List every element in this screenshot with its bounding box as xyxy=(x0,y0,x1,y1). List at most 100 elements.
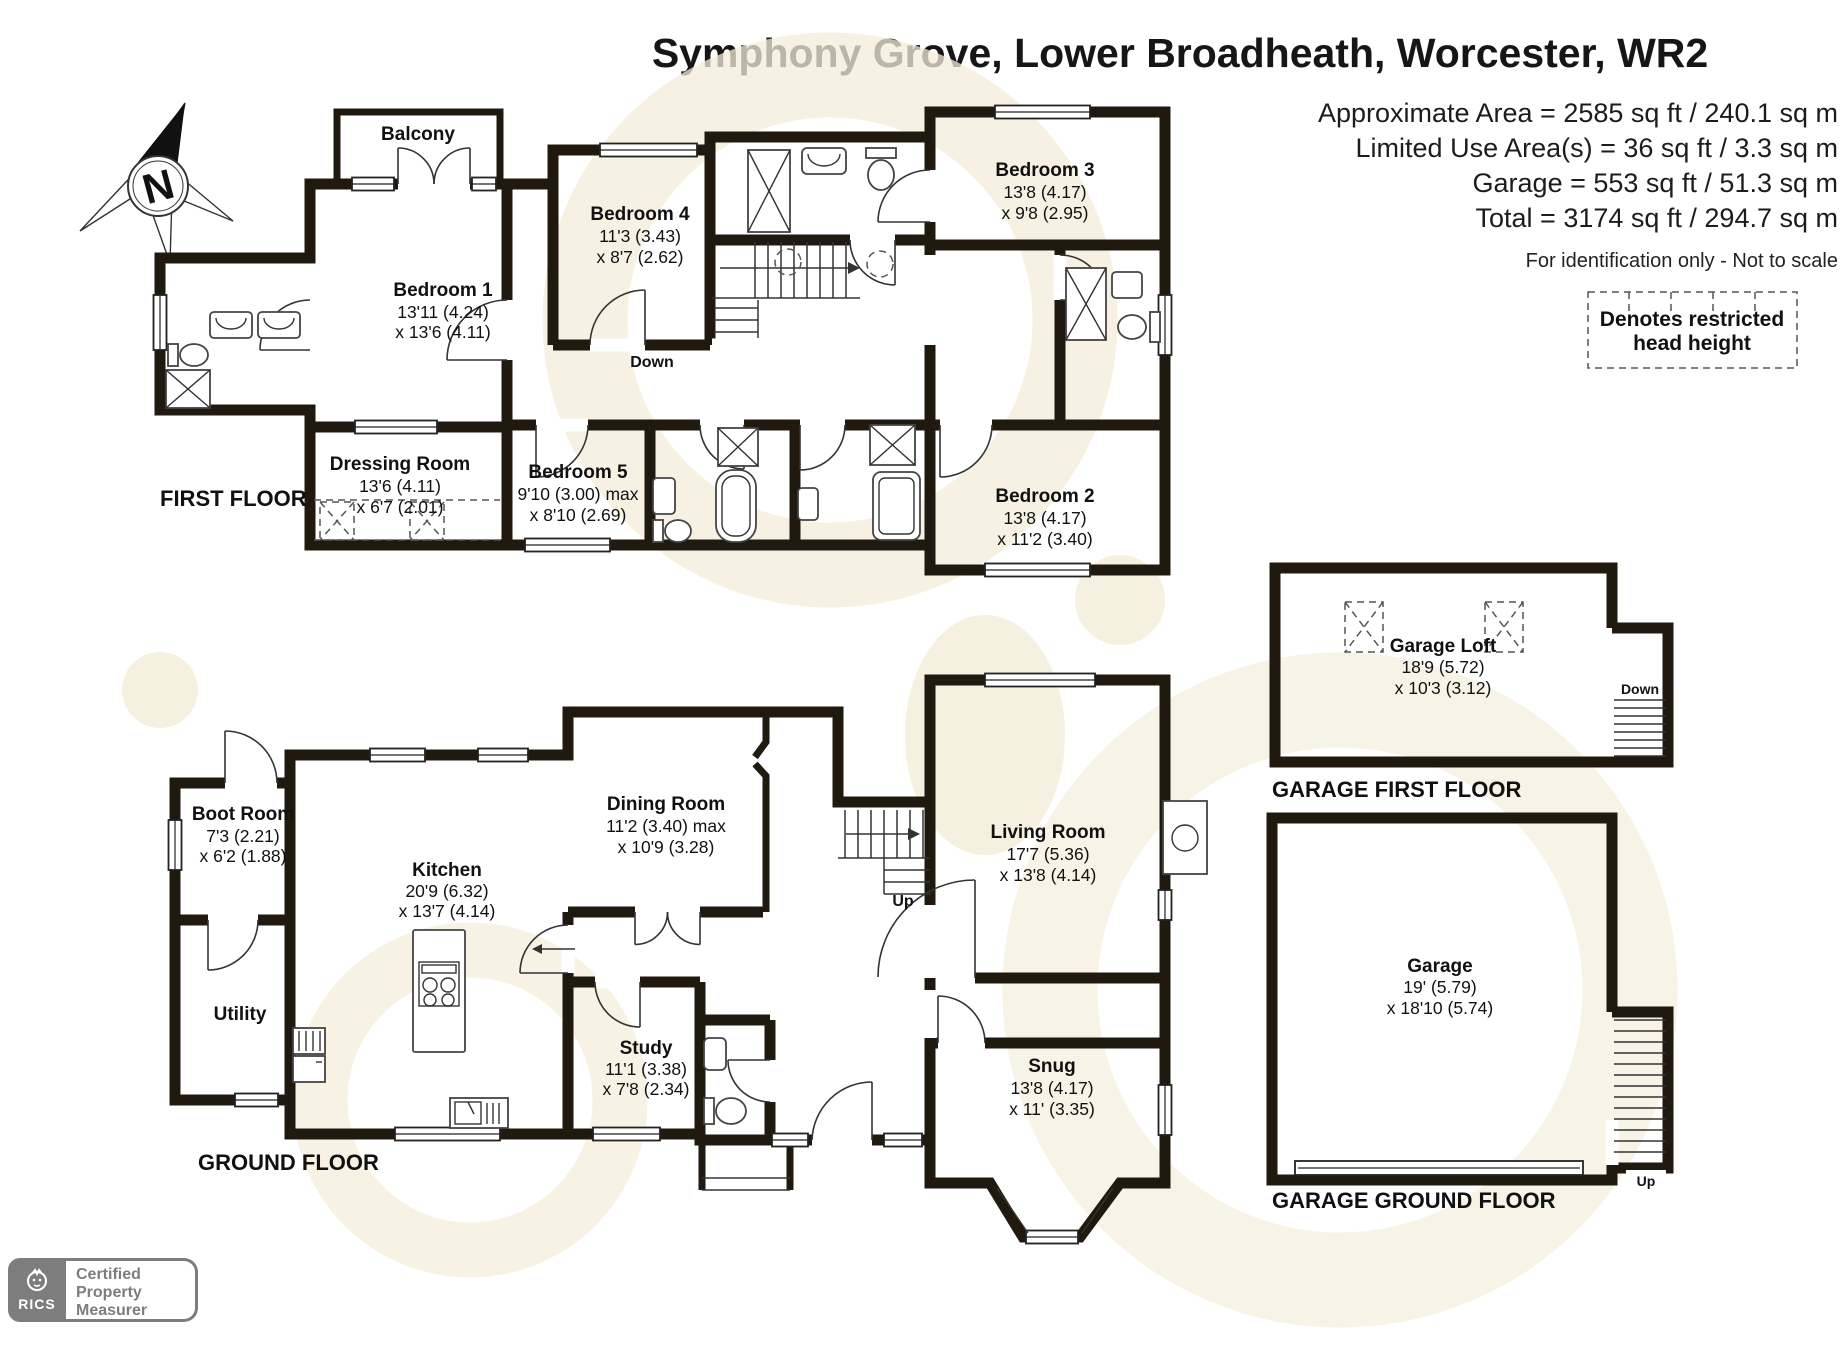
legend-line-2: head height xyxy=(1633,332,1751,355)
svg-text:13'8 (4.17): 13'8 (4.17) xyxy=(1010,1078,1093,1098)
compass-icon: N xyxy=(79,102,234,264)
svg-text:Bedroom 2: Bedroom 2 xyxy=(995,486,1094,507)
svg-text:13'8 (4.17): 13'8 (4.17) xyxy=(1003,182,1086,202)
first-floor-plan: Down Balcony Bedroom 1 13'11 (4.24) x 13… xyxy=(152,104,1173,578)
svg-text:x 13'7 (4.14): x 13'7 (4.14) xyxy=(399,901,496,921)
rics-brand-text: RICS xyxy=(18,1296,56,1312)
first-floor-label: FIRST FLOOR xyxy=(160,486,307,511)
svg-text:13'11 (4.24): 13'11 (4.24) xyxy=(397,302,489,322)
room-label-kitchen: Kitchen 20'9 (6.32) x 13'7 (4.14) xyxy=(399,860,496,921)
svg-text:Bedroom 4: Bedroom 4 xyxy=(590,204,690,225)
balcony-name: Balcony xyxy=(381,124,455,145)
first-floor-doors xyxy=(259,147,1106,478)
svg-text:13'8 (4.17): 13'8 (4.17) xyxy=(1003,508,1086,528)
room-label-study: Study 11'1 (3.38) x 7'8 (2.34) xyxy=(603,1038,690,1099)
svg-text:Snug: Snug xyxy=(1028,1056,1076,1077)
svg-text:Study: Study xyxy=(620,1038,673,1059)
svg-text:18'9 (5.72): 18'9 (5.72) xyxy=(1401,657,1484,677)
room-label-garage: Garage 19' (5.79) x 18'10 (5.74) xyxy=(1387,956,1493,1018)
room-label-bedroom-4: Bedroom 4 11'3 (3.43) x 8'7 (2.62) xyxy=(590,204,690,267)
ground-floor-stairs: Up xyxy=(838,810,930,910)
svg-text:Utility: Utility xyxy=(214,1004,267,1025)
svg-text:Bedroom 3: Bedroom 3 xyxy=(995,160,1094,181)
disclaimer-text: For identification only - Not to scale xyxy=(1525,250,1838,272)
svg-text:Kitchen: Kitchen xyxy=(412,860,482,881)
room-label-boot-room: Boot Room 7'3 (2.21) x 6'2 (1.88) xyxy=(192,804,294,866)
room-label-living-room: Living Room 17'7 (5.36) x 13'8 (4.14) xyxy=(990,822,1105,885)
badge-line-3: Measurer xyxy=(76,1302,148,1319)
svg-text:7'3 (2.21): 7'3 (2.21) xyxy=(206,826,279,846)
rics-certified-badge: RICS Certified Property Measurer xyxy=(8,1258,198,1322)
area-line-total: Total = 3174 sq ft / 294.7 sq m xyxy=(1475,203,1838,233)
area-summary: Approximate Area = 2585 sq ft / 240.1 sq… xyxy=(1318,96,1838,279)
svg-text:x 13'8 (4.14): x 13'8 (4.14) xyxy=(1000,865,1097,885)
svg-text:Dressing Room: Dressing Room xyxy=(330,454,470,475)
svg-text:x 13'6 (4.11): x 13'6 (4.11) xyxy=(395,322,490,342)
svg-text:x 18'10 (5.74): x 18'10 (5.74) xyxy=(1387,998,1493,1018)
svg-text:Garage: Garage xyxy=(1407,956,1472,977)
garage-ground-floor-plan: Up Garage 19' (5.79) x 18'10 (5.74) GARA… xyxy=(1266,812,1674,1213)
svg-text:x 7'8 (2.34): x 7'8 (2.34) xyxy=(603,1079,690,1099)
garage-loft-stairs-label: Down xyxy=(1621,681,1659,697)
rics-lion-icon xyxy=(27,1268,47,1291)
svg-text:x 11' (3.35): x 11' (3.35) xyxy=(1009,1099,1095,1119)
room-label-garage-loft: Garage Loft 18'9 (5.72) x 10'3 (3.12) xyxy=(1390,636,1497,698)
first-floor-fixtures xyxy=(165,147,1161,543)
svg-text:x 11'2 (3.40): x 11'2 (3.40) xyxy=(997,529,1092,549)
room-label-bedroom-2: Bedroom 2 13'8 (4.17) x 11'2 (3.40) xyxy=(995,486,1094,549)
svg-text:20'9 (6.32): 20'9 (6.32) xyxy=(405,881,488,901)
ground-floor-label: GROUND FLOOR xyxy=(198,1150,379,1175)
svg-text:Bedroom 1: Bedroom 1 xyxy=(393,280,493,301)
svg-text:Dining Room: Dining Room xyxy=(607,794,725,815)
svg-text:x 6'2 (1.88): x 6'2 (1.88) xyxy=(200,846,287,866)
garage-stairs: Up xyxy=(1614,1019,1666,1190)
first-floor-stairs-label: Down xyxy=(630,354,674,371)
svg-text:11'1 (3.38): 11'1 (3.38) xyxy=(605,1059,687,1079)
ground-floor-windows xyxy=(167,672,1173,1245)
svg-text:13'6 (4.11): 13'6 (4.11) xyxy=(359,476,441,496)
garage-first-floor-label: GARAGE FIRST FLOOR xyxy=(1272,777,1521,802)
ground-floor-plan: Up Boot Room 7'3 (2.21) x 6'2 (1.88) Uti… xyxy=(167,672,1208,1245)
garage-ground-floor-label: GARAGE GROUND FLOOR xyxy=(1272,1188,1556,1213)
svg-text:Garage Loft: Garage Loft xyxy=(1390,636,1497,657)
room-label-balcony: Balcony xyxy=(381,124,455,145)
restricted-height-legend: Denotes restricted head height xyxy=(1587,291,1798,369)
garage-stairs-label: Up xyxy=(1637,1173,1656,1189)
area-line-limited-use: Limited Use Area(s) = 36 sq ft / 3.3 sq … xyxy=(1355,133,1838,163)
garage-loft-skylights xyxy=(1344,601,1524,653)
garage-first-floor-plan: Down Garage Loft 18'9 (5.72) x 10'3 (3.1… xyxy=(1269,562,1674,802)
ground-floor-doors xyxy=(207,730,986,1141)
garage-loft-stairs: Down xyxy=(1614,681,1666,757)
room-label-bedroom-1: Bedroom 1 13'11 (4.24) x 13'6 (4.11) xyxy=(393,280,493,342)
svg-text:Living Room: Living Room xyxy=(990,822,1105,843)
svg-text:11'2 (3.40) max: 11'2 (3.40) max xyxy=(606,816,726,836)
svg-text:x 6'7 (2.01): x 6'7 (2.01) xyxy=(357,497,444,517)
room-label-bedroom-3: Bedroom 3 13'8 (4.17) x 9'8 (2.95) xyxy=(995,160,1094,223)
ground-floor-stairs-label: Up xyxy=(892,893,914,910)
room-label-utility: Utility xyxy=(214,1004,267,1025)
ground-floor-fixtures xyxy=(292,800,1208,1129)
room-label-bedroom-5: Bedroom 5 9'10 (3.00) max x 8'10 (2.69) xyxy=(517,462,638,525)
svg-text:17'7 (5.36): 17'7 (5.36) xyxy=(1006,844,1089,864)
first-floor-windows xyxy=(152,104,1173,578)
badge-line-1: Certified xyxy=(76,1266,141,1283)
svg-text:x 10'3 (3.12): x 10'3 (3.12) xyxy=(1395,678,1492,698)
svg-text:Bedroom 5: Bedroom 5 xyxy=(528,462,628,483)
area-line-approximate: Approximate Area = 2585 sq ft / 240.1 sq… xyxy=(1317,98,1838,128)
svg-text:19' (5.79): 19' (5.79) xyxy=(1403,977,1476,997)
area-line-garage: Garage = 553 sq ft / 51.3 sq m xyxy=(1472,168,1838,198)
room-label-dining-room: Dining Room 11'2 (3.40) max x 10'9 (3.28… xyxy=(606,794,726,857)
svg-text:9'10 (3.00) max: 9'10 (3.00) max xyxy=(517,484,638,504)
svg-text:Boot Room: Boot Room xyxy=(192,804,294,825)
room-label-snug: Snug 13'8 (4.17) x 11' (3.35) xyxy=(1009,1056,1095,1119)
svg-text:x 8'7 (2.62): x 8'7 (2.62) xyxy=(597,247,684,267)
room-label-dressing-room: Dressing Room 13'6 (4.11) x 6'7 (2.01) xyxy=(330,454,470,517)
badge-line-2: Property xyxy=(76,1284,142,1301)
svg-text:x 8'10 (2.69): x 8'10 (2.69) xyxy=(530,505,627,525)
first-floor-stairs: Down xyxy=(630,242,894,371)
svg-text:x 10'9 (3.28): x 10'9 (3.28) xyxy=(618,837,715,857)
legend-line-1: Denotes restricted xyxy=(1600,308,1784,331)
dressing-restricted-area xyxy=(314,499,500,541)
